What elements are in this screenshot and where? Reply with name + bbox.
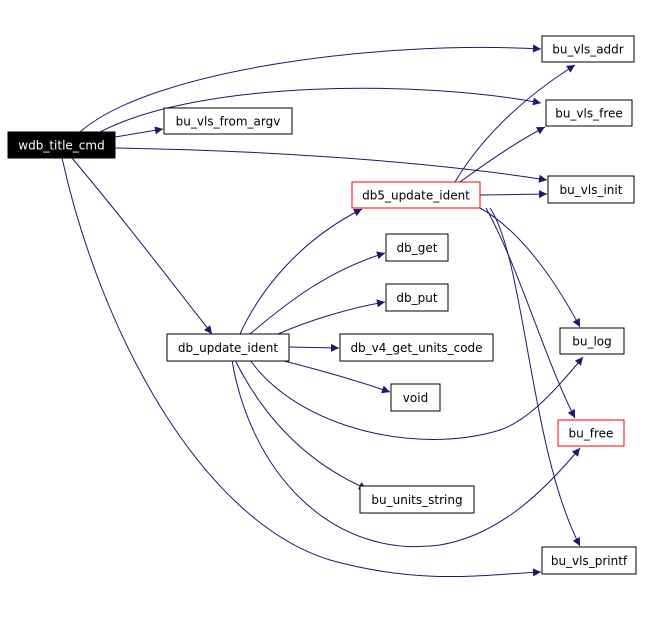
node-db_get[interactable]: db_get [385,233,449,262]
edge-wdb_title_cmd-bu_vls_printf [61,157,542,578]
edge-wdb_title_cmd-bu_vls_addr [79,44,542,133]
node-bu_vls_from_argv[interactable]: bu_vls_from_argv [163,107,293,135]
node-label: bu_vls_free [555,107,623,121]
node-db_put[interactable]: db_put [385,283,449,312]
node-label: bu_vls_printf [551,554,628,568]
node-bu_log[interactable]: bu_log [559,327,625,355]
edge-db5_update_ident-bu_free [485,207,576,419]
edge-db_update_ident-void [279,359,391,394]
edge-db5_update_ident-bu_vls_free [459,126,546,183]
edge-db5_update_ident-bu_vls_init [479,190,548,199]
node-label: void [403,391,428,405]
node-void[interactable]: void [390,383,441,412]
node-label: db_update_ident [178,341,278,355]
edge-db_update_ident-db_v4_get_units_code [288,343,340,352]
edge-db_update_ident-bu_log [249,356,584,440]
node-label: db_put [396,291,437,305]
node-db5_update_ident[interactable]: db5_update_ident [351,181,481,209]
edge-wdb_title_cmd-bu_vls_init [114,147,548,183]
edge-db5_update_ident-bu_log [479,207,581,328]
edge-wdb_title_cmd-bu_vls_free [99,87,542,133]
node-wdb_title_cmd[interactable]: wdb_title_cmd [7,131,116,159]
node-db_update_ident[interactable]: db_update_ident [166,333,290,362]
node-label: wdb_title_cmd [18,139,104,153]
node-bu_units_string[interactable]: bu_units_string [359,485,475,514]
node-label: bu_vls_init [560,183,623,197]
node-label: db_get [397,241,438,255]
edge-db5_update_ident-bu_vls_printf [489,207,581,547]
edge-db_update_ident-bu_free [231,359,581,548]
node-bu_vls_printf[interactable]: bu_vls_printf [541,546,637,575]
node-label: bu_log [572,335,612,349]
node-bu_vls_init[interactable]: bu_vls_init [547,175,635,204]
edge-wdb_title_cmd-db_update_ident [71,157,213,335]
node-bu_vls_free[interactable]: bu_vls_free [545,99,633,127]
node-label: bu_units_string [371,493,462,507]
node-label: db_v4_get_units_code [350,341,482,355]
edge-db_update_ident-db_get [249,251,386,335]
node-label: db5_update_ident [362,189,470,203]
node-bu_vls_addr[interactable]: bu_vls_addr [541,35,635,63]
node-bu_free[interactable]: bu_free [557,419,625,447]
edge-wdb_title_cmd-bu_vls_from_argv [114,126,164,138]
node-label: bu_vls_from_argv [176,115,281,129]
node-label: bu_vls_addr [552,43,623,57]
edge-db_update_ident-db5_update_ident [239,208,363,335]
edge-db_update_ident-db_put [277,299,386,335]
edge-db5_update_ident-bu_vls_addr [454,64,576,183]
edge-db_update_ident-bu_units_string [234,359,368,490]
node-label: bu_free [569,427,614,441]
node-db_v4_get_units_code[interactable]: db_v4_get_units_code [339,333,494,362]
